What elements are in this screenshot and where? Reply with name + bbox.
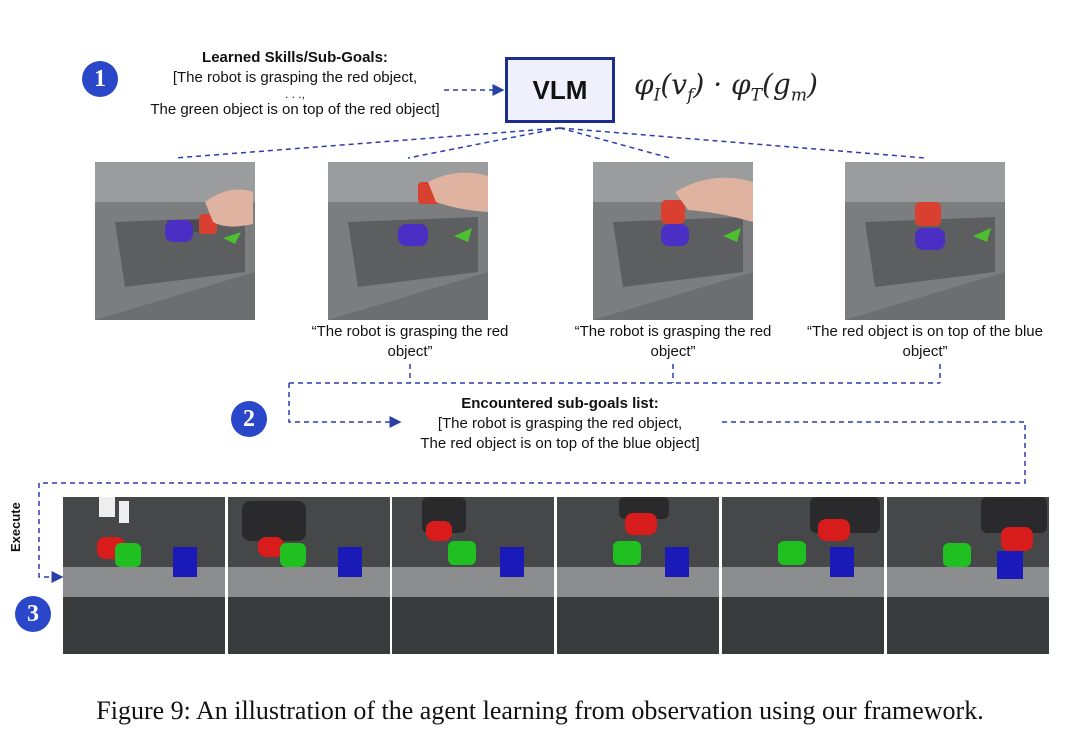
vlm-box: VLM [505, 57, 615, 123]
observation-frame-2 [328, 162, 488, 320]
simulation-frame-1 [63, 497, 225, 654]
observation-frame-3 [593, 162, 753, 320]
learned-skills-line-3: The green object is on top of the red ob… [150, 101, 440, 118]
execute-label: Execute [8, 502, 23, 552]
observation-caption-4: “The red object is on top of the blue ob… [807, 323, 1043, 360]
line-vlm-photo-1 [174, 127, 561, 159]
encountered-line-2: The red object is on top of the blue obj… [420, 435, 700, 452]
step-3-badge: 3 [15, 596, 51, 632]
simulation-frame-4 [557, 497, 719, 654]
step-1-badge: 1 [82, 61, 118, 97]
vlm-label: VLM [532, 74, 588, 105]
encountered-subgoals-block: Encountered sub-goals list: [The robot i… [380, 394, 740, 454]
simulation-frame-2 [228, 497, 390, 654]
line-vlm-photo-2 [407, 127, 561, 159]
observation-frame-1 [95, 162, 255, 320]
observation-caption-2: “The robot is grasping the red object” [311, 323, 509, 360]
line-vlm-photo-3 [559, 127, 671, 159]
learned-skills-line-1: [The robot is grasping the red object, [172, 69, 418, 86]
arrow-to-execute [38, 421, 1026, 583]
observation-frame-4 [845, 162, 1005, 320]
figure-caption: Figure 9: An illustration of the agent l… [96, 696, 984, 725]
learned-skills-title: Learned Skills/Sub-Goals: [202, 49, 388, 66]
step-2-badge: 2 [231, 401, 267, 437]
line-vlm-photo-4 [559, 127, 926, 159]
encountered-title: Encountered sub-goals list: [461, 395, 659, 412]
encountered-line-1: [The robot is grasping the red object, [437, 415, 683, 432]
learned-skills-block: Learned Skills/Sub-Goals: [The robot is … [120, 48, 470, 120]
simulation-frame-5 [722, 497, 884, 654]
similarity-formula: φI(vf) · φT(gm) [634, 68, 818, 106]
arrow-to-encountered [288, 383, 402, 428]
simulation-frame-3 [392, 497, 554, 654]
simulation-frame-6 [887, 497, 1049, 654]
learned-skills-ellipsis: . . ., [284, 87, 305, 101]
observation-caption-3: “The robot is grasping the red object” [574, 323, 772, 360]
